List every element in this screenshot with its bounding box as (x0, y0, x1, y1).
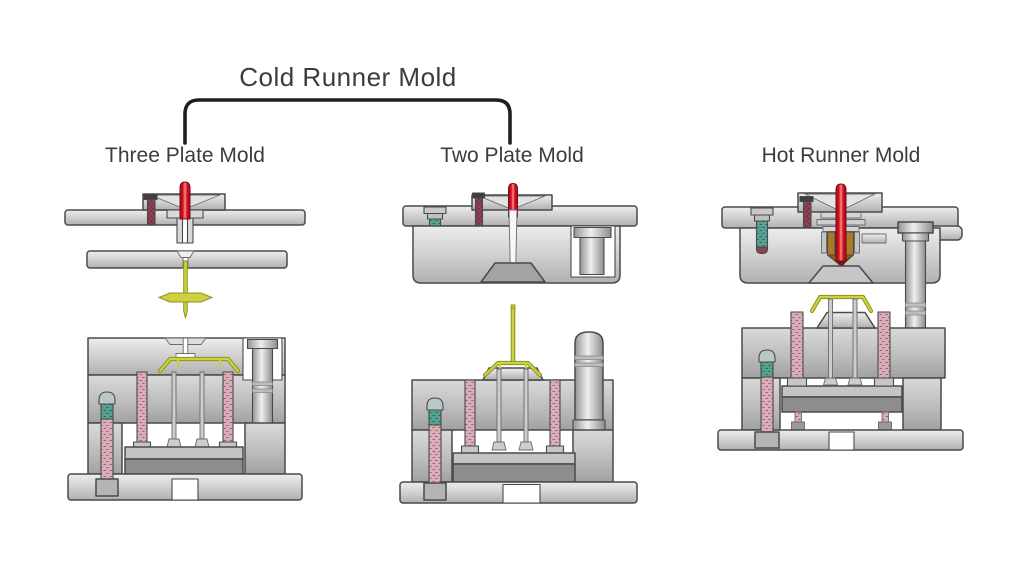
cavity-plate (412, 209, 621, 284)
molded-part (157, 356, 241, 374)
sprue (835, 183, 847, 262)
ejector-pins (132, 371, 238, 451)
gate-recess (808, 265, 874, 284)
hot-runner-mold-diagram (717, 183, 964, 451)
clamp-bolt (423, 397, 447, 501)
base-plate (67, 473, 303, 501)
puller-pin (143, 193, 158, 226)
top-clamp-plate (402, 194, 638, 227)
base-plate (399, 481, 638, 504)
sprue-bushing (179, 181, 191, 220)
sprue-bushing (508, 182, 518, 218)
stripper-plate (86, 250, 288, 269)
guide-pillar (572, 331, 606, 431)
core-plate (741, 311, 946, 379)
ejector-plate (781, 385, 903, 413)
puller-pin (799, 195, 814, 229)
sprue-and-part (482, 304, 543, 378)
ejector-plate (124, 446, 244, 481)
ejected-part (809, 294, 874, 314)
three-plate-mold-diagram (64, 181, 306, 501)
ejector-pins (786, 298, 895, 431)
clamp-bolt (95, 391, 119, 497)
cold-runner-sprue-drop (157, 260, 214, 319)
label-three-plate-mold: Three Plate Mold (105, 144, 265, 167)
label-hot-runner-mold: Hot Runner Mold (761, 144, 921, 167)
label-two-plate-mold: Two Plate Mold (440, 144, 584, 167)
guide-pillar (242, 337, 283, 431)
diagram-title: Cold Runner Mold (239, 62, 457, 92)
cap-bolt-top (750, 207, 774, 255)
grouping-bracket (183, 98, 512, 145)
clamp-bolt (754, 349, 780, 449)
two-plate-mold-diagram (399, 182, 638, 504)
puller-pin (471, 192, 486, 227)
